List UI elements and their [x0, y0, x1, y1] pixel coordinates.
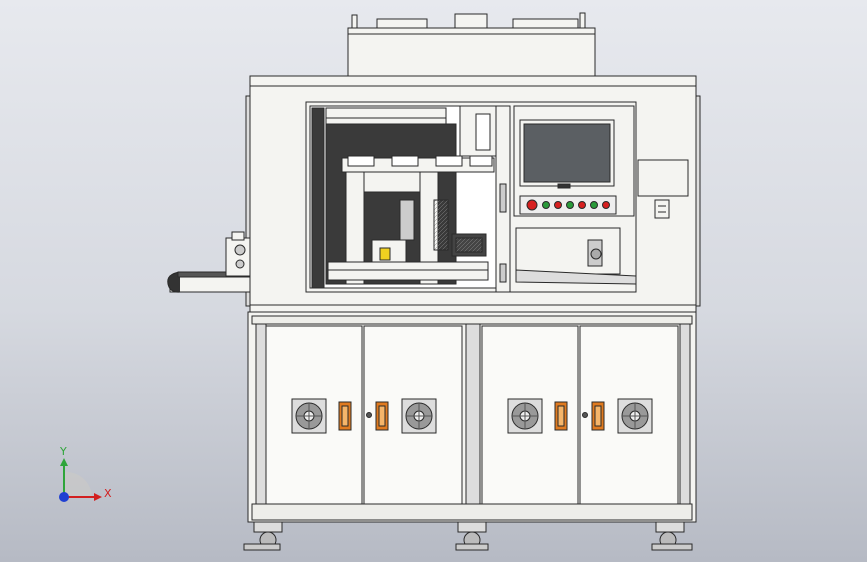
- work-area-window: [305, 101, 637, 293]
- control-panel: [513, 105, 637, 285]
- fan-4: [617, 398, 653, 434]
- fans: [291, 398, 653, 434]
- x-axis-label: X: [104, 487, 112, 500]
- start-button: [542, 201, 550, 209]
- stop-button: [554, 201, 562, 209]
- button-5: [590, 201, 598, 209]
- side-indicator-panel: [637, 159, 689, 219]
- y-axis-label: Y: [59, 445, 67, 458]
- button-6: [602, 201, 610, 209]
- door-handles: [338, 401, 605, 431]
- fan-3: [507, 398, 543, 434]
- caster-left: [243, 521, 283, 551]
- z-axis-dot: [59, 492, 69, 502]
- top-exhaust-units: [347, 12, 596, 77]
- lower-cabinet: [247, 311, 697, 523]
- side-conveyor: [167, 231, 251, 293]
- casters: [243, 521, 693, 551]
- caster-right: [651, 521, 693, 551]
- button-3: [566, 201, 574, 209]
- coordinate-triad: Y X: [59, 445, 112, 502]
- hmi-screen: [523, 123, 611, 183]
- fan-1: [291, 398, 327, 434]
- fan-2: [401, 398, 437, 434]
- estop-button: [526, 199, 538, 211]
- button-4: [578, 201, 586, 209]
- keyboard-tray: [515, 227, 621, 275]
- caster-center: [455, 521, 489, 551]
